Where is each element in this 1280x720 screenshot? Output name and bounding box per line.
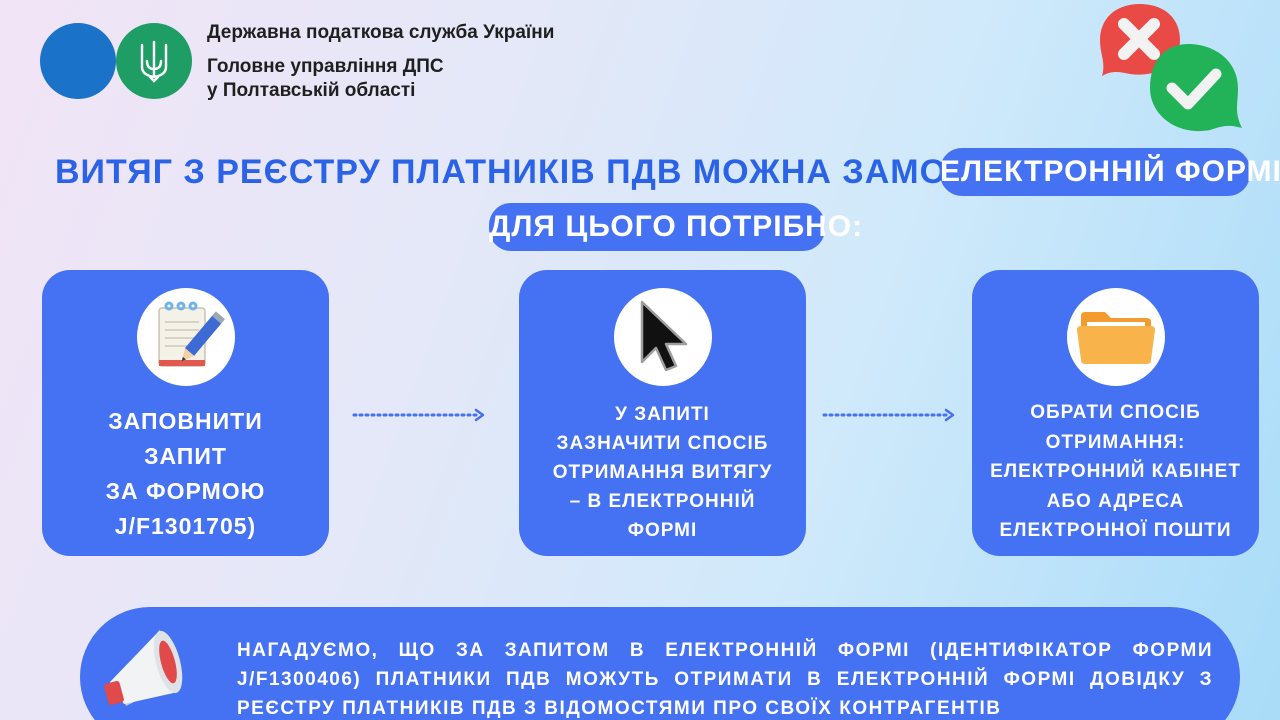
- step-line: отримання:: [1045, 431, 1186, 453]
- reminder-line: J/F1300406) платники ПДВ можуть отримати…: [237, 669, 1213, 690]
- org-region: у Полтавській області: [207, 80, 416, 101]
- folder-icon: [1076, 312, 1155, 364]
- dotted-arrow-icon: [352, 408, 485, 422]
- reminder-text: Нагадуємо, що за запитом в електронній ф…: [237, 636, 1213, 720]
- step-line: зазначити спосіб: [556, 433, 769, 454]
- cursor-arrow-icon: [640, 300, 687, 372]
- megaphone-icon: [104, 630, 183, 706]
- step-card-choose-delivery: Обрати спосіб отримання: електронний каб…: [972, 270, 1259, 556]
- step-card-specify-method: У запиті зазначити спосіб отримання витя…: [519, 270, 806, 556]
- step-line: електронний кабінет: [990, 461, 1241, 482]
- yes-no-badges: [1088, 0, 1248, 140]
- step-line: за формою: [105, 478, 266, 504]
- org-name: Державна податкова служба України: [207, 22, 555, 43]
- org-department: Головне управління ДПС: [207, 56, 444, 77]
- logo-blue-circle: [40, 23, 116, 99]
- step-line: У запиті: [615, 404, 710, 425]
- step-line: запит: [144, 443, 227, 469]
- notepad-pencil-icon: [157, 301, 225, 367]
- reminder-line: реєстру платників ПДВ з відомостями про …: [237, 698, 1002, 719]
- subheading: Для цього потрібно:: [489, 203, 862, 251]
- step-line: формі: [627, 520, 698, 541]
- reminder-banner: [80, 607, 1240, 720]
- step-line: або адреса: [1046, 490, 1185, 512]
- check-bubble-icon: [1150, 44, 1242, 132]
- dotted-arrow-icon: [822, 408, 955, 422]
- headline-highlight: електронній формі: [940, 148, 1280, 196]
- step-line: – в електронній: [569, 491, 756, 512]
- step-line: електронної пошти: [999, 520, 1232, 541]
- step-line: J/F1301705): [114, 513, 257, 539]
- step-line: Заповнити: [108, 408, 263, 434]
- headline: Витяг з реєстру платників ПДВ можна замо…: [55, 153, 1082, 191]
- trident-icon: [140, 40, 168, 83]
- step-line: отримання витягу: [552, 462, 773, 483]
- reminder-line: Нагадуємо, що за запитом в електронній ф…: [237, 640, 1213, 661]
- step-line: Обрати спосіб: [1030, 402, 1201, 423]
- logo-trident-circle: [116, 23, 192, 99]
- step-card-fill-request: Заповнити запит за формою J/F1301705): [42, 270, 329, 556]
